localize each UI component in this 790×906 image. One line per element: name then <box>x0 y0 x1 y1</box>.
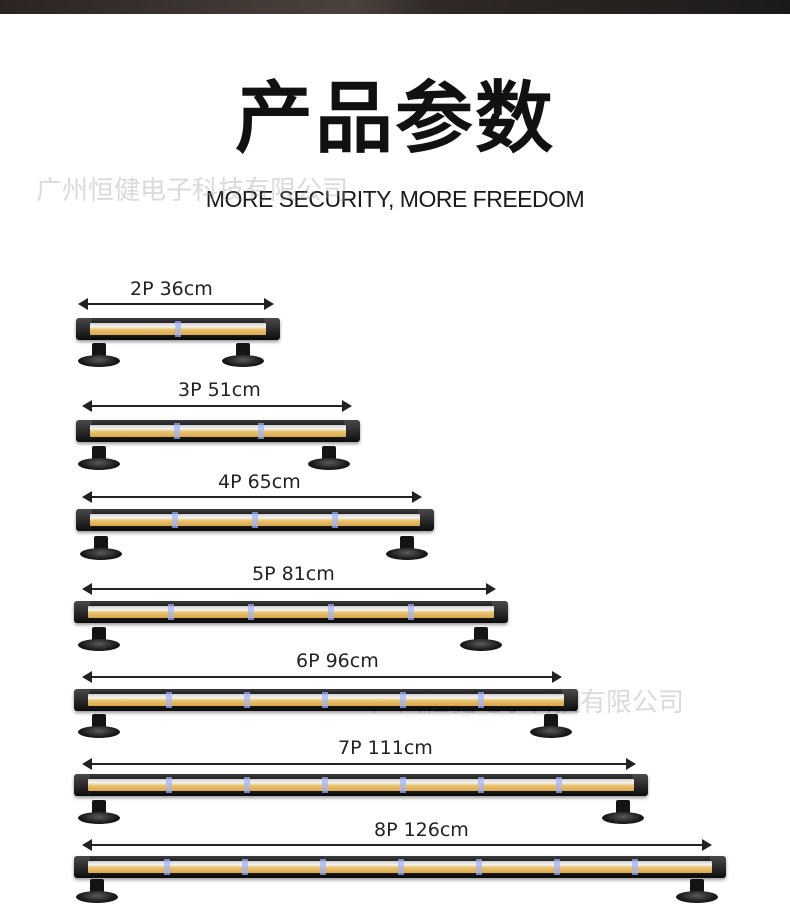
suction-mount <box>386 536 428 562</box>
dimension-arrow <box>82 400 352 412</box>
suction-mount <box>460 627 502 653</box>
suction-mount <box>308 446 350 472</box>
dimension-label: 8P 126cm <box>374 819 469 841</box>
light-bar <box>76 318 280 340</box>
page-title: 产品参数 <box>234 74 555 164</box>
suction-mount <box>222 343 264 369</box>
suction-mount <box>78 800 120 826</box>
suction-mount <box>78 343 120 369</box>
suction-mount <box>602 800 644 826</box>
dimension-arrow <box>82 758 636 770</box>
light-bar <box>74 689 578 711</box>
dimension-label: 3P 51cm <box>178 379 261 401</box>
dimension-label: 6P 96cm <box>296 650 379 672</box>
dimension-arrow <box>82 839 712 851</box>
dimension-label: 5P 81cm <box>252 563 335 585</box>
top-banner-strip <box>0 0 790 14</box>
light-bar <box>74 601 508 623</box>
suction-mount <box>78 714 120 740</box>
watermark: 广州恒健电子科技有限公司 <box>36 176 349 206</box>
dimension-arrow <box>78 298 274 310</box>
light-bar <box>74 856 726 878</box>
suction-mount <box>78 627 120 653</box>
suction-mount <box>76 879 118 905</box>
dimension-label: 7P 111cm <box>338 737 433 759</box>
light-bar <box>74 774 648 796</box>
light-bar <box>76 420 360 442</box>
dimension-arrow <box>82 671 562 683</box>
light-bar <box>76 509 434 531</box>
suction-mount <box>80 536 122 562</box>
suction-mount <box>676 879 718 905</box>
page-subtitle: MORE SECURITY, MORE FREEDOM <box>205 186 585 212</box>
dimension-arrow <box>82 583 496 595</box>
dimension-label: 4P 65cm <box>218 471 301 493</box>
dimension-arrow <box>82 491 422 503</box>
suction-mount <box>78 446 120 472</box>
suction-mount <box>530 714 572 740</box>
dimension-label: 2P 36cm <box>130 278 213 300</box>
